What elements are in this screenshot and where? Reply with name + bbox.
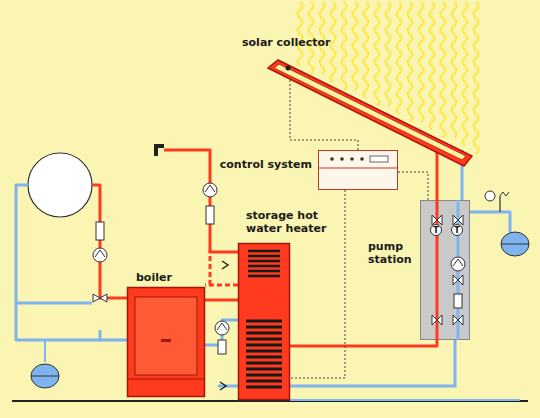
thermometer-label: T [430, 224, 442, 236]
sun-ray [463, 2, 468, 146]
pipe-connector [205, 299, 238, 302]
sun-ray [419, 2, 424, 122]
control-box-shape [318, 150, 398, 190]
sun-ray [474, 2, 479, 154]
pump-station-shape [420, 200, 470, 340]
thermometer-label: T [451, 224, 463, 236]
safety-valve [500, 192, 509, 196]
node-label: control system [220, 158, 312, 171]
control-box: control system [318, 150, 398, 190]
floor-line [12, 400, 528, 402]
pipe-connector [436, 148, 439, 200]
sun-ray [364, 2, 369, 98]
pressure-gauge [485, 191, 495, 201]
storage-tank: storage hot water heater [238, 243, 290, 400]
pump-station: pump station [420, 200, 470, 340]
sun-ray [298, 2, 303, 66]
expansion-vessel [31, 364, 59, 388]
boiler-shape [127, 287, 205, 397]
pipe-connector [290, 340, 455, 386]
flow-arrow [222, 261, 228, 269]
sun-ray [375, 2, 380, 106]
sun-ray [353, 2, 358, 90]
node-label: boiler [136, 271, 172, 284]
storage-tank-shape [238, 243, 290, 400]
radiator [28, 153, 92, 217]
sun-ray [342, 2, 347, 90]
sun-ray [397, 2, 402, 114]
sun-ray [386, 2, 391, 106]
sun-ray [331, 2, 336, 82]
boiler: boiler [127, 287, 205, 397]
pipes [16, 150, 520, 400]
sun-ray [452, 2, 457, 138]
node-label: storage hot water heater [246, 209, 332, 235]
tap [156, 146, 164, 156]
sun-ray [408, 2, 413, 122]
sun-rays [298, 2, 479, 154]
flow-arrow [220, 382, 226, 390]
expansion-vessel [501, 232, 529, 256]
sun-ray [441, 2, 446, 138]
node-label: solar collector [242, 36, 330, 49]
pipe-connector [398, 172, 428, 200]
sun-ray [430, 2, 435, 130]
node-label: pump station [368, 240, 416, 266]
